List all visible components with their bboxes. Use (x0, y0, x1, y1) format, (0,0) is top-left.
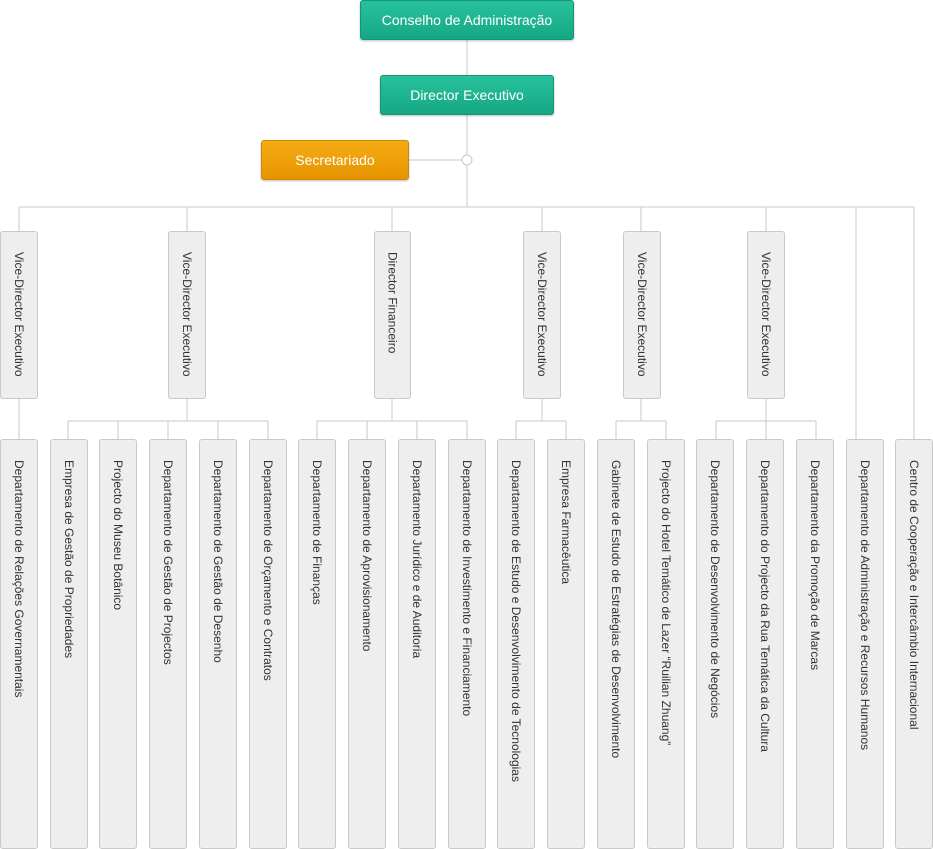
dept-investment-financing: Departamento de Investimento e Financiam… (448, 439, 486, 849)
dept-business-development: Departamento de Desenvolvimento de Negóc… (696, 439, 734, 849)
dept-legal-audit: Departamento Jurídico e de Auditoria (398, 439, 436, 849)
secretariat-junction (461, 154, 473, 166)
ceo-label: Director Executivo (410, 87, 524, 103)
secretariat-label: Secretariado (295, 152, 375, 168)
node-label: Departamento da Promoção de Marcas (808, 460, 822, 671)
dept-international-cooperation: Centro de Cooperação e Intercâmbio Inter… (895, 439, 933, 849)
dept-theme-hotel: Projecto do Hotel Temático de Lazer “Rui… (647, 439, 685, 849)
node-label: Departamento do Projecto da Rua Temática… (758, 460, 772, 752)
node-label: Departamento de Finanças (310, 460, 324, 605)
dept-strategy-office: Gabinete de Estudo de Estratégias de Des… (597, 439, 635, 849)
vice-director-node-4: Vice-Director Executivo (623, 231, 661, 399)
vice-director-node-5: Vice-Director Executivo (747, 231, 785, 399)
dept-finance: Departamento de Finanças (298, 439, 336, 849)
dept-pharmaceutical: Empresa Farmacêutica (547, 439, 585, 849)
ceo-node: Director Executivo (380, 75, 554, 115)
dept-property-management: Empresa de Gestão de Propriedades (50, 439, 88, 849)
node-label: Departamento de Relações Governamentais (12, 460, 26, 698)
secretariat-node: Secretariado (261, 140, 409, 180)
dept-botanical-museum: Projecto do Museu Botânico (99, 439, 137, 849)
dept-procurement: Departamento de Aprovisionamento (348, 439, 386, 849)
dept-design-management: Departamento de Gestão de Desenho (199, 439, 237, 849)
node-label: Empresa de Gestão de Propriedades (62, 460, 76, 659)
finance-director-node: Director Financeiro (374, 231, 411, 399)
node-label: Departamento de Aprovisionamento (360, 460, 374, 652)
node-label: Director Financeiro (385, 252, 400, 354)
board-node: Conselho de Administração (360, 0, 574, 40)
node-label: Departamento de Gestão de Projectos (161, 460, 175, 665)
node-label: Departamento de Investimento e Financiam… (460, 460, 474, 717)
board-label: Conselho de Administração (381, 12, 553, 28)
node-label: Centro de Cooperação e Intercâmbio Inter… (907, 460, 921, 730)
dept-culture-street: Departamento do Projecto da Rua Temática… (746, 439, 784, 849)
node-label: Departamento de Orçamento e Contratos (261, 460, 275, 681)
vice-director-node-2: Vice-Director Executivo (168, 231, 206, 399)
node-label: Gabinete de Estudo de Estratégias de Des… (609, 460, 623, 759)
node-label: Departamento de Desenvolvimento de Negóc… (708, 460, 722, 719)
node-label: Departamento de Administração e Recursos… (858, 460, 872, 751)
dept-administration-hr: Departamento de Administração e Recursos… (846, 439, 884, 849)
node-label: Departamento de Gestão de Desenho (211, 460, 225, 663)
vice-director-node-1: Vice-Director Executivo (0, 231, 38, 399)
dept-technology-rd: Departamento de Estudo e Desenvolvimento… (497, 439, 535, 849)
node-label: Departamento Jurídico e de Auditoria (410, 460, 424, 659)
node-label: Departamento de Estudo e Desenvolvimento… (509, 460, 523, 782)
dept-budget-contracts: Departamento de Orçamento e Contratos (249, 439, 287, 849)
vice-director-node-3: Vice-Director Executivo (523, 231, 561, 399)
node-label: Vice-Director Executivo (180, 252, 194, 377)
dept-brand-promotion: Departamento da Promoção de Marcas (796, 439, 834, 849)
dept-project-management: Departamento de Gestão de Projectos (149, 439, 187, 849)
node-label: Vice-Director Executivo (759, 252, 773, 377)
node-label: Projecto do Hotel Temático de Lazer “Rui… (659, 460, 673, 746)
node-label: Vice-Director Executivo (12, 252, 26, 377)
node-label: Empresa Farmacêutica (559, 460, 573, 585)
dept-government-relations: Departamento de Relações Governamentais (0, 439, 38, 849)
node-label: Projecto do Museu Botânico (111, 460, 125, 611)
node-label: Vice-Director Executivo (635, 252, 649, 377)
node-label: Vice-Director Executivo (535, 252, 549, 377)
